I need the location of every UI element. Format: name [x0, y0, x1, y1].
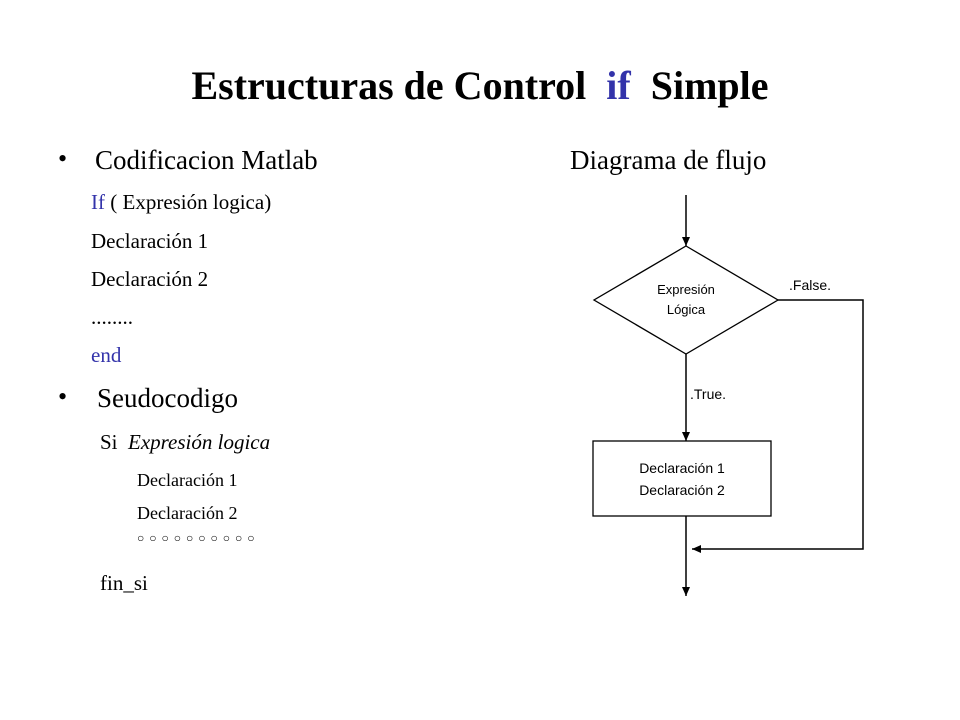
pseudo-circles: ○ ○ ○ ○ ○ ○ ○ ○ ○ ○	[137, 531, 256, 545]
pseudo-si: Si	[100, 430, 118, 454]
false-path	[692, 299, 864, 553]
process-box-line1: Declaración 1	[639, 460, 725, 476]
pseudo-decl1: Declaración 1	[137, 470, 238, 490]
pseudo-si-line: Si Expresión logica	[100, 430, 270, 455]
flowchart-heading: Diagrama de flujo	[570, 145, 767, 175]
title-part1: Estructuras de Control	[191, 63, 587, 108]
process-box-line2: Declaración 2	[639, 482, 725, 498]
code-if-keyword: If	[91, 190, 105, 214]
code-dots: ........	[91, 305, 133, 329]
true-label: .True.	[690, 386, 726, 402]
bullet-dot-1: •	[58, 144, 68, 173]
code-decl1: Declaración 1	[91, 229, 209, 253]
title-part2: Simple	[650, 63, 769, 108]
diamond-label-line1: Expresión	[657, 282, 715, 297]
bullet-matlab: Codificacion Matlab	[95, 145, 318, 175]
pseudo-expression: Expresión logica	[128, 430, 271, 454]
process-box	[592, 440, 772, 517]
pseudo-decl2: Declaración 2	[137, 503, 238, 523]
code-if-condition: ( Expresión logica)	[110, 190, 272, 214]
code-end-keyword: end	[91, 343, 122, 367]
decision-diamond	[592, 245, 780, 355]
page-title: Estructuras de Control if Simple	[0, 62, 960, 109]
code-decl2: Declaración 2	[91, 267, 209, 291]
pseudo-fin-si: fin_si	[100, 571, 148, 595]
diamond-label-line2: Lógica	[667, 302, 706, 317]
bullet-pseudocode: Seudocodigo	[97, 383, 238, 413]
title-keyword: if	[606, 63, 631, 108]
code-if-line: If ( Expresión logica)	[91, 190, 271, 215]
bullet-dot-2: •	[58, 382, 68, 411]
false-label: .False.	[789, 277, 831, 293]
